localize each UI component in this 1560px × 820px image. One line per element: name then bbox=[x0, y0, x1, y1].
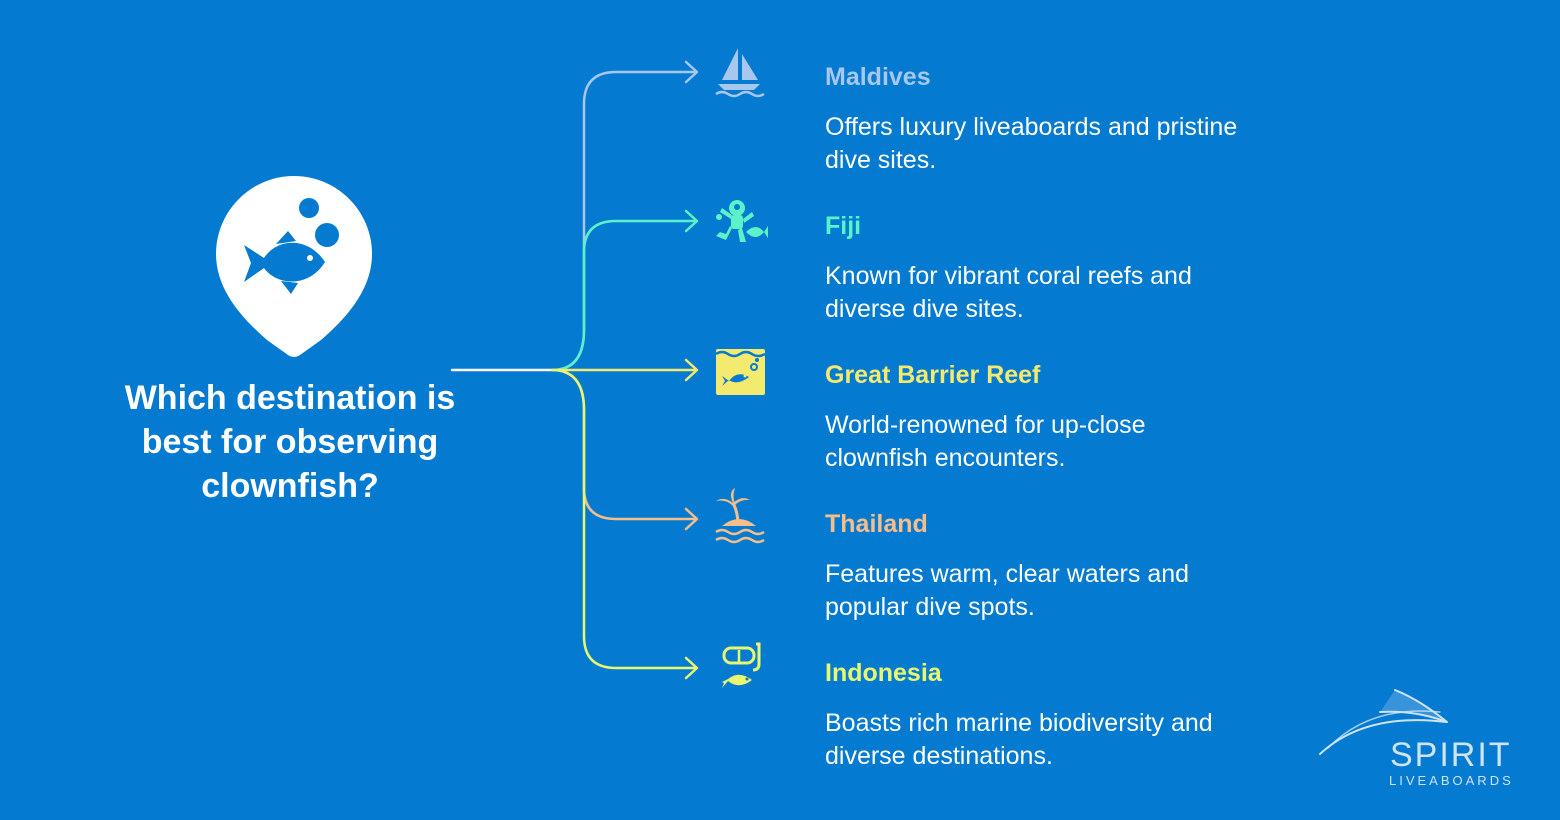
destination-title: Fiji bbox=[825, 212, 862, 240]
connector-fiji bbox=[550, 219, 698, 372]
destination-title: Great Barrier Reef bbox=[825, 361, 1041, 389]
island-palm-icon bbox=[715, 488, 765, 544]
fish-water-icon bbox=[715, 349, 766, 395]
central-question: Which destination is best for observing … bbox=[124, 379, 456, 505]
coral-fish-icon bbox=[716, 200, 768, 242]
destination-fiji: Fiji Known for vibrant coral reefs and d… bbox=[825, 211, 1245, 326]
brand-logo: SPIRIT LIVEABOARDS bbox=[1310, 684, 1530, 794]
destination-description: Known for vibrant coral reefs and divers… bbox=[825, 262, 1192, 323]
connector-thailand bbox=[550, 368, 698, 521]
snorkel-mask-fish-icon bbox=[722, 642, 761, 688]
destination-title: Maldives bbox=[825, 63, 931, 91]
destination-great-barrier-reef: Great Barrier Reef World-renowned for up… bbox=[825, 360, 1245, 475]
brand-name: SPIRIT bbox=[1390, 736, 1512, 774]
fish-location-pin-icon bbox=[216, 176, 372, 357]
destination-maldives: Maldives Offers luxury liveaboards and p… bbox=[825, 62, 1245, 177]
connector-lines bbox=[450, 60, 699, 680]
destination-thailand: Thailand Features warm, clear waters and… bbox=[825, 509, 1245, 624]
destination-description: Features warm, clear waters and popular … bbox=[825, 560, 1190, 621]
destination-description: World-renowned for up-close clownfish en… bbox=[825, 411, 1146, 472]
destination-indonesia: Indonesia Boasts rich marine biodiversit… bbox=[825, 658, 1245, 773]
destination-title: Indonesia bbox=[825, 659, 942, 687]
connector-indonesia bbox=[550, 368, 698, 670]
wave-swoosh-icon bbox=[1319, 689, 1448, 755]
sailboat-icon bbox=[715, 48, 765, 98]
destination-title: Thailand bbox=[825, 510, 928, 538]
destination-description: Boasts rich marine biodiversity and dive… bbox=[825, 709, 1213, 770]
destination-description: Offers luxury liveaboards and pristine d… bbox=[825, 113, 1238, 174]
brand-subtitle: LIVEABOARDS bbox=[1389, 773, 1514, 788]
